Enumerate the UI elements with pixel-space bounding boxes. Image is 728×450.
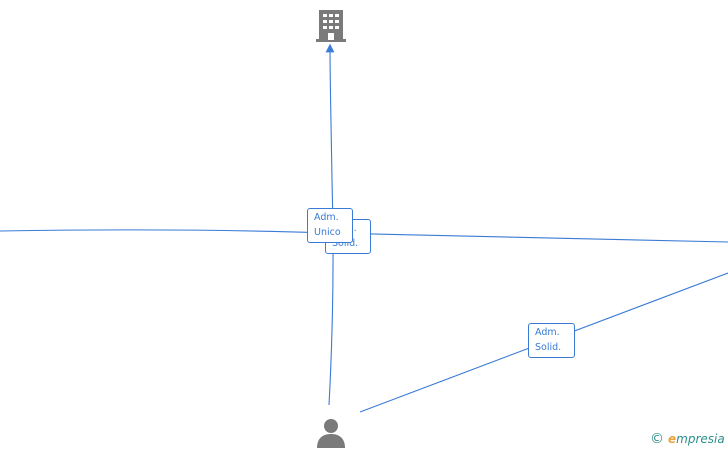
edge-person-to-company [325,43,335,406]
brand-name: empresia [668,432,725,446]
copyright-symbol: © [650,431,664,447]
brand-initial: e [668,432,677,446]
edge-label-adm-solid-right[interactable]: Adm. Solid. [528,323,575,358]
edge-label-line1: Adm. [314,212,339,223]
edge-label-line2: Solid. [332,238,359,249]
edge-label-line2: Solid. [535,342,562,353]
building-icon[interactable] [316,10,346,42]
brand-rest: mpresia [676,432,725,446]
empresia-watermark: © empresia [650,429,728,449]
edge-label-adm-unico[interactable]: Adm. Unico [307,208,353,243]
person-icon[interactable] [317,419,345,448]
edge-label-line2: Unico [314,227,341,238]
edge-label-line1: Adm. [535,327,560,338]
